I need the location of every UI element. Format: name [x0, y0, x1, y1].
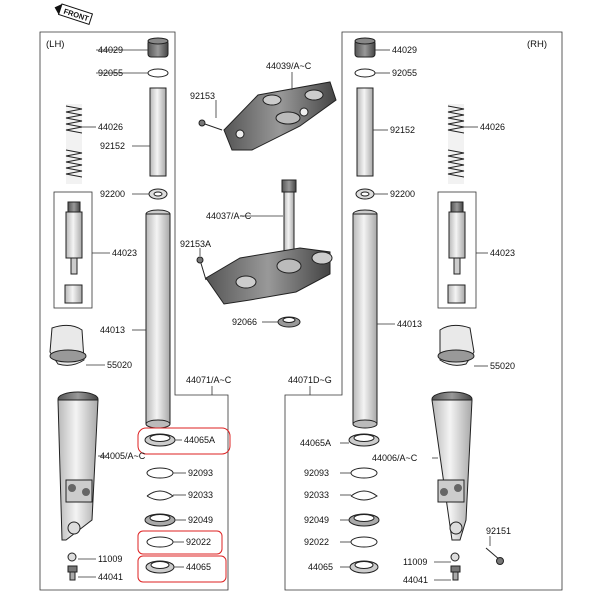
lh-bolt-44041 — [67, 565, 78, 581]
lh-label-44065A: 44065A — [184, 435, 215, 445]
lh-washer-92022 — [146, 536, 174, 548]
center-leaders — [199, 72, 311, 395]
lh-cartridge — [64, 201, 83, 304]
rh-washer-11009 — [450, 552, 460, 562]
rh-bush-44065 — [349, 560, 379, 574]
lh-clip-92033 — [146, 490, 174, 501]
rh-label-44065A: 44065A — [300, 438, 331, 448]
lh-lower-leg — [57, 391, 99, 541]
upper-triple-clamp — [223, 81, 337, 151]
label-92066: 92066 — [232, 317, 257, 327]
rh-cartridge — [447, 201, 466, 304]
rh-label-44026: 44026 — [480, 122, 505, 132]
highlight-92022 — [137, 530, 223, 555]
rh-label-92033: 92033 — [304, 490, 329, 500]
rh-label-92152: 92152 — [390, 125, 415, 135]
lh-label-44013: 44013 — [100, 325, 125, 335]
steering-stem — [205, 179, 333, 305]
rh-outer-tube-44013 — [352, 209, 378, 429]
rh-label-44023: 44023 — [490, 248, 515, 258]
lh-washer-11009 — [67, 552, 77, 562]
lh-label-92093: 92093 — [188, 468, 213, 478]
lh-spring — [65, 104, 83, 184]
lh-label-92200: 92200 — [100, 189, 125, 199]
rh-label-92093: 92093 — [304, 468, 329, 478]
label-44071-rh: 44071D~G — [288, 375, 332, 385]
rh-clip-92033 — [350, 490, 378, 501]
lh-seal-44065A — [144, 433, 176, 447]
lh-label-44065: 44065 — [186, 562, 211, 572]
rh-bolt-92151 — [485, 547, 504, 565]
lh-top-cap — [147, 37, 169, 58]
lh-bush-44065 — [145, 560, 175, 574]
lh-label-44041: 44041 — [98, 572, 123, 582]
rh-label-44013: 44013 — [397, 319, 422, 329]
lh-cartridge-box — [53, 191, 93, 309]
rh-side-label: (RH) — [527, 39, 547, 50]
rh-label-92022: 92022 — [304, 537, 329, 547]
lh-label-44029: 44029 — [98, 45, 123, 55]
lh-label-11009: 11009 — [98, 554, 122, 564]
lh-washer-92093 — [146, 467, 174, 479]
rh-label-92049: 92049 — [304, 515, 329, 525]
rh-lower-leg — [431, 391, 473, 541]
rh-label-44041: 44041 — [403, 575, 428, 585]
lh-label-92055: 92055 — [98, 68, 123, 78]
rh-seal-44065A — [348, 433, 380, 447]
lh-oring-92055 — [147, 68, 169, 78]
rh-label-44065: 44065 — [308, 562, 333, 572]
lh-inner-tube-92152 — [149, 87, 167, 177]
label-92153A: 92153A — [180, 239, 211, 249]
highlight-44065A — [137, 427, 231, 455]
lh-leaders — [78, 49, 186, 578]
rh-washer-92022 — [350, 536, 378, 548]
lh-label-92152: 92152 — [100, 141, 125, 151]
lh-label-55020: 55020 — [107, 360, 132, 370]
lh-frame — [39, 31, 229, 591]
lh-label-44026: 44026 — [98, 122, 123, 132]
rh-oring-92055 — [354, 68, 376, 78]
rh-label-44006: 44006/A~C — [372, 453, 418, 463]
rh-spring — [447, 104, 465, 184]
bolt-92153 — [198, 119, 223, 131]
lh-seal-92049 — [144, 513, 176, 527]
rh-label-92055: 92055 — [392, 68, 417, 78]
label-44037: 44037/A~C — [206, 211, 252, 221]
rh-leaders — [340, 49, 491, 581]
seal-92066 — [277, 316, 301, 328]
label-92153: 92153 — [190, 91, 215, 101]
rh-label-92200: 92200 — [390, 189, 415, 199]
lh-label-44005: 44005/A~C — [100, 451, 146, 461]
rh-label-11009: 11009 — [403, 557, 427, 567]
lh-label-92033: 92033 — [188, 490, 213, 500]
label-44039: 44039/A~C — [266, 61, 312, 71]
lh-label-92022: 92022 — [186, 537, 211, 547]
label-44071-lh: 44071/A~C — [186, 375, 232, 385]
rh-seal-92049 — [348, 513, 380, 527]
lh-side-label: (LH) — [46, 39, 64, 50]
rh-bolt-44041 — [450, 565, 461, 581]
highlight-44065 — [137, 555, 227, 583]
rh-washer-92093 — [350, 467, 378, 479]
rh-cartridge-box — [437, 191, 477, 309]
lh-label-44023: 44023 — [112, 248, 137, 258]
lh-outer-tube-44013 — [145, 209, 171, 429]
front-arrow-badge: FRONT — [54, 3, 94, 25]
bolt-92153A — [196, 256, 207, 281]
rh-inner-tube-92152 — [356, 87, 374, 177]
rh-top-cap — [354, 37, 376, 58]
rh-label-55020: 55020 — [490, 361, 515, 371]
lh-label-92049: 92049 — [188, 515, 213, 525]
rh-frame — [284, 31, 563, 591]
rh-label-92151: 92151 — [486, 526, 511, 536]
rh-label-44029: 44029 — [392, 45, 417, 55]
